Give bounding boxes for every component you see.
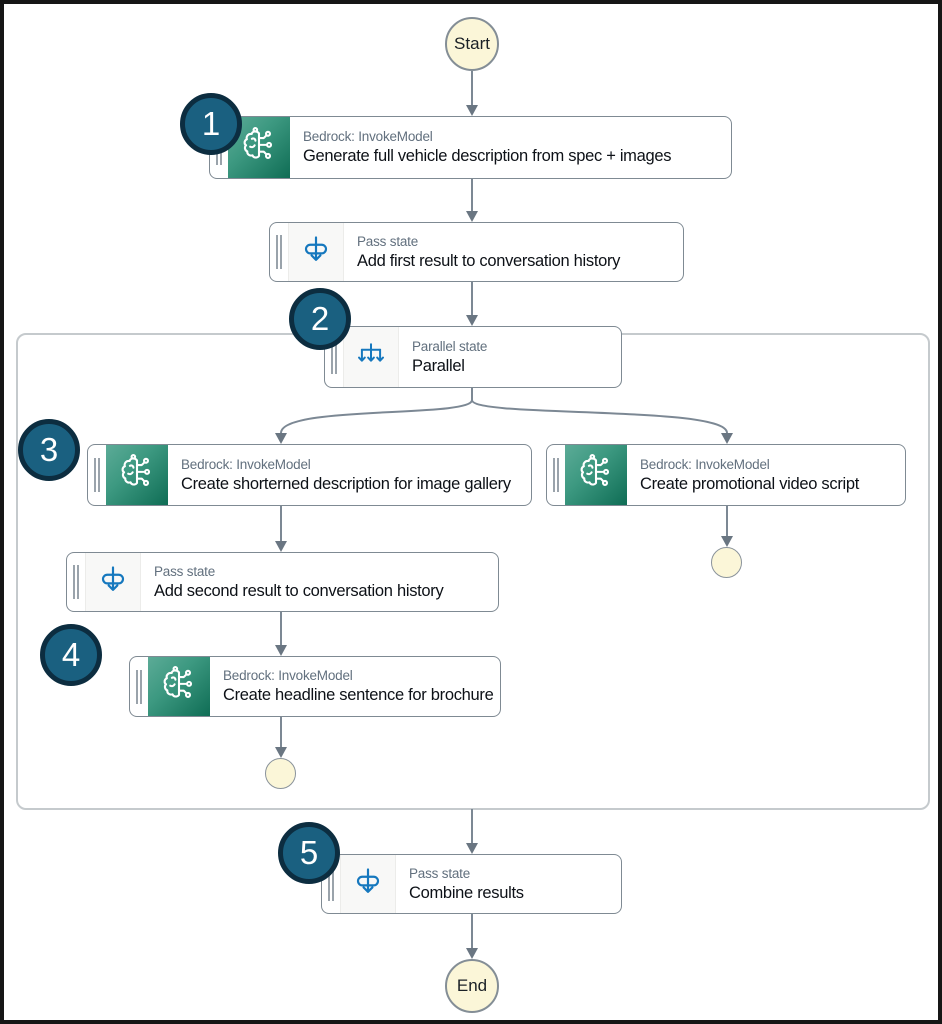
parallel-state-icon <box>343 327 399 387</box>
drag-handle-icon[interactable] <box>325 327 343 387</box>
arrowhead <box>466 211 478 222</box>
drag-handle-icon[interactable] <box>67 553 85 611</box>
state-node-add-second-result[interactable]: Pass state Add second result to conversa… <box>66 552 499 612</box>
pass-state-icon <box>85 553 141 611</box>
arrowhead <box>466 843 478 854</box>
state-name: Create headline sentence for brochure <box>223 686 494 704</box>
state-type-label: Pass state <box>409 865 471 881</box>
state-name: Create shorterned description for image … <box>181 474 511 493</box>
branch-end-node <box>711 547 742 578</box>
drag-handle-icon[interactable] <box>270 223 288 281</box>
arrowhead <box>466 948 478 959</box>
arrowhead <box>466 315 478 326</box>
state-node-video-script[interactable]: Bedrock: InvokeModel Create promotional … <box>546 444 906 506</box>
state-name: Parallel <box>412 356 465 375</box>
state-type-label: Bedrock: InvokeModel <box>181 456 311 472</box>
drag-handle-icon[interactable] <box>322 855 340 913</box>
state-node-parallel[interactable]: Parallel state Parallel <box>324 326 622 388</box>
state-node-shortened-description[interactable]: Bedrock: InvokeModel Create shorterned d… <box>87 444 532 506</box>
callout-badge-5: 5 <box>278 822 340 884</box>
drag-handle-icon[interactable] <box>547 445 565 505</box>
state-name: Add first result to conversation history <box>357 251 621 270</box>
arrowhead <box>466 105 478 116</box>
bedrock-brain-icon <box>106 445 168 505</box>
bedrock-brain-icon <box>565 445 627 505</box>
pass-state-icon <box>340 855 396 913</box>
pass-state-icon <box>288 223 344 281</box>
callout-badge-4: 4 <box>40 624 102 686</box>
state-type-label: Bedrock: InvokeModel <box>303 129 433 144</box>
drag-handle-icon[interactable] <box>130 657 148 716</box>
drag-handle-icon[interactable] <box>88 445 106 505</box>
state-type-label: Pass state <box>357 233 419 249</box>
state-node-headline-sentence[interactable]: Bedrock: InvokeModel Create headline sen… <box>129 656 501 717</box>
state-name: Add second result to conversation histor… <box>154 581 444 600</box>
callout-badge-2: 2 <box>289 288 351 350</box>
state-type-label: Parallel state <box>412 338 488 354</box>
state-type-label: Bedrock: InvokeModel <box>223 668 353 683</box>
callout-badge-1: 1 <box>180 93 242 155</box>
start-node: Start <box>445 17 499 71</box>
bedrock-brain-icon <box>148 657 210 716</box>
state-type-label: Bedrock: InvokeModel <box>640 456 770 472</box>
state-name: Create promotional video script <box>640 474 860 493</box>
callout-badge-3: 3 <box>18 419 80 481</box>
state-type-label: Pass state <box>154 563 216 579</box>
state-node-combine-results[interactable]: Pass state Combine results <box>321 854 622 914</box>
state-node-generate-full-description[interactable]: Bedrock: InvokeModel Generate full vehic… <box>209 116 732 179</box>
state-name: Combine results <box>409 883 524 902</box>
state-node-add-first-result[interactable]: Pass state Add first result to conversat… <box>269 222 684 282</box>
state-name: Generate full vehicle description from s… <box>303 147 672 165</box>
branch-end-node <box>265 758 296 789</box>
end-node: End <box>445 959 499 1013</box>
